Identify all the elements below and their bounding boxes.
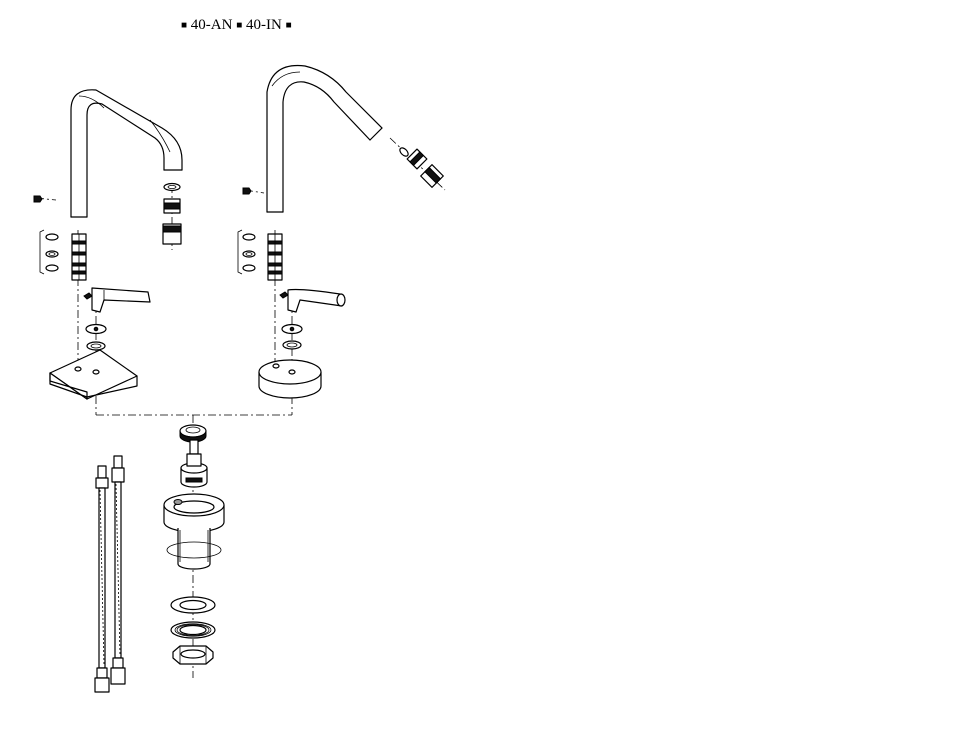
lever-handle-right xyxy=(280,290,345,313)
round-spout xyxy=(267,66,382,212)
aerator-parts-right xyxy=(398,146,443,187)
round-deck-base xyxy=(259,360,321,398)
set-screw-right xyxy=(243,188,251,194)
o-ring-set-left xyxy=(40,230,58,274)
supply-hoses xyxy=(95,456,125,692)
o-ring-set-right xyxy=(238,230,255,274)
set-screw-left xyxy=(34,196,42,202)
mounting-assembly xyxy=(164,425,224,664)
valve-stem-left xyxy=(72,234,86,280)
valve-stem-right xyxy=(268,234,282,280)
assembly-center-lines xyxy=(36,138,445,678)
square-deck-base xyxy=(50,350,137,399)
lever-handle-left xyxy=(84,288,150,312)
square-spout xyxy=(71,90,182,217)
